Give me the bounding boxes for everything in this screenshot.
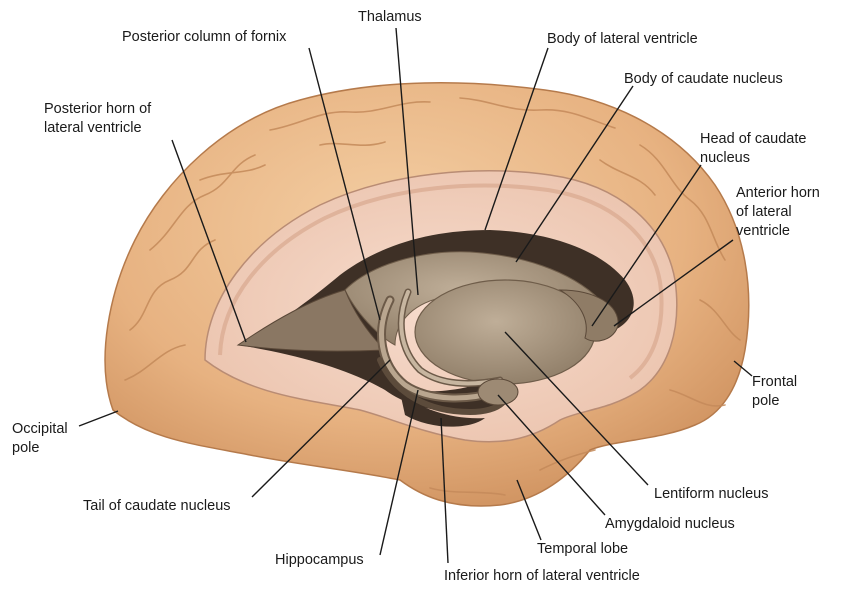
label-hippocampus: Hippocampus	[275, 552, 364, 568]
inferior-horn-shape	[400, 392, 485, 427]
label-occipital-pole: Occipital pole	[12, 421, 68, 456]
amygdala-shape	[477, 378, 519, 406]
label-thalamus: Thalamus	[358, 9, 422, 25]
gyri-lines	[124, 97, 741, 496]
posterior-horn-shape	[236, 289, 387, 352]
lateral-ventricle	[238, 230, 634, 413]
label-inferior-horn-of-lateral-ventricle: Inferior horn of lateral ventricle	[444, 568, 640, 584]
label-body-of-lateral-ventricle: Body of lateral ventricle	[547, 31, 698, 47]
label-tail-of-caudate-nucleus: Tail of caudate nucleus	[83, 498, 231, 514]
label-anterior-horn-of-lateral-ventricle: Anterior horn of lateral ventricle	[736, 185, 820, 239]
label-frontal-pole: Frontal pole	[752, 374, 798, 409]
label-temporal-lobe: Temporal lobe	[537, 541, 629, 557]
leader-lines	[78, 27, 753, 564]
label-head-of-caudate-nucleus: Head of caudate nucleus	[700, 131, 807, 166]
cut-cortical-ribbon	[218, 183, 664, 380]
caudate-head-shape	[558, 289, 619, 342]
label-lentiform-nucleus: Lentiform nucleus	[654, 486, 769, 502]
label-posterior-column-of-fornix: Posterior column of fornix	[122, 29, 287, 45]
label-body-of-caudate-nucleus: Body of caudate nucleus	[624, 71, 783, 87]
label-posterior-horn-of-lateral-ventricle: Posterior horn of lateral ventricle	[44, 101, 152, 136]
label-amygdaloid-nucleus: Amygdaloid nucleus	[605, 516, 735, 532]
